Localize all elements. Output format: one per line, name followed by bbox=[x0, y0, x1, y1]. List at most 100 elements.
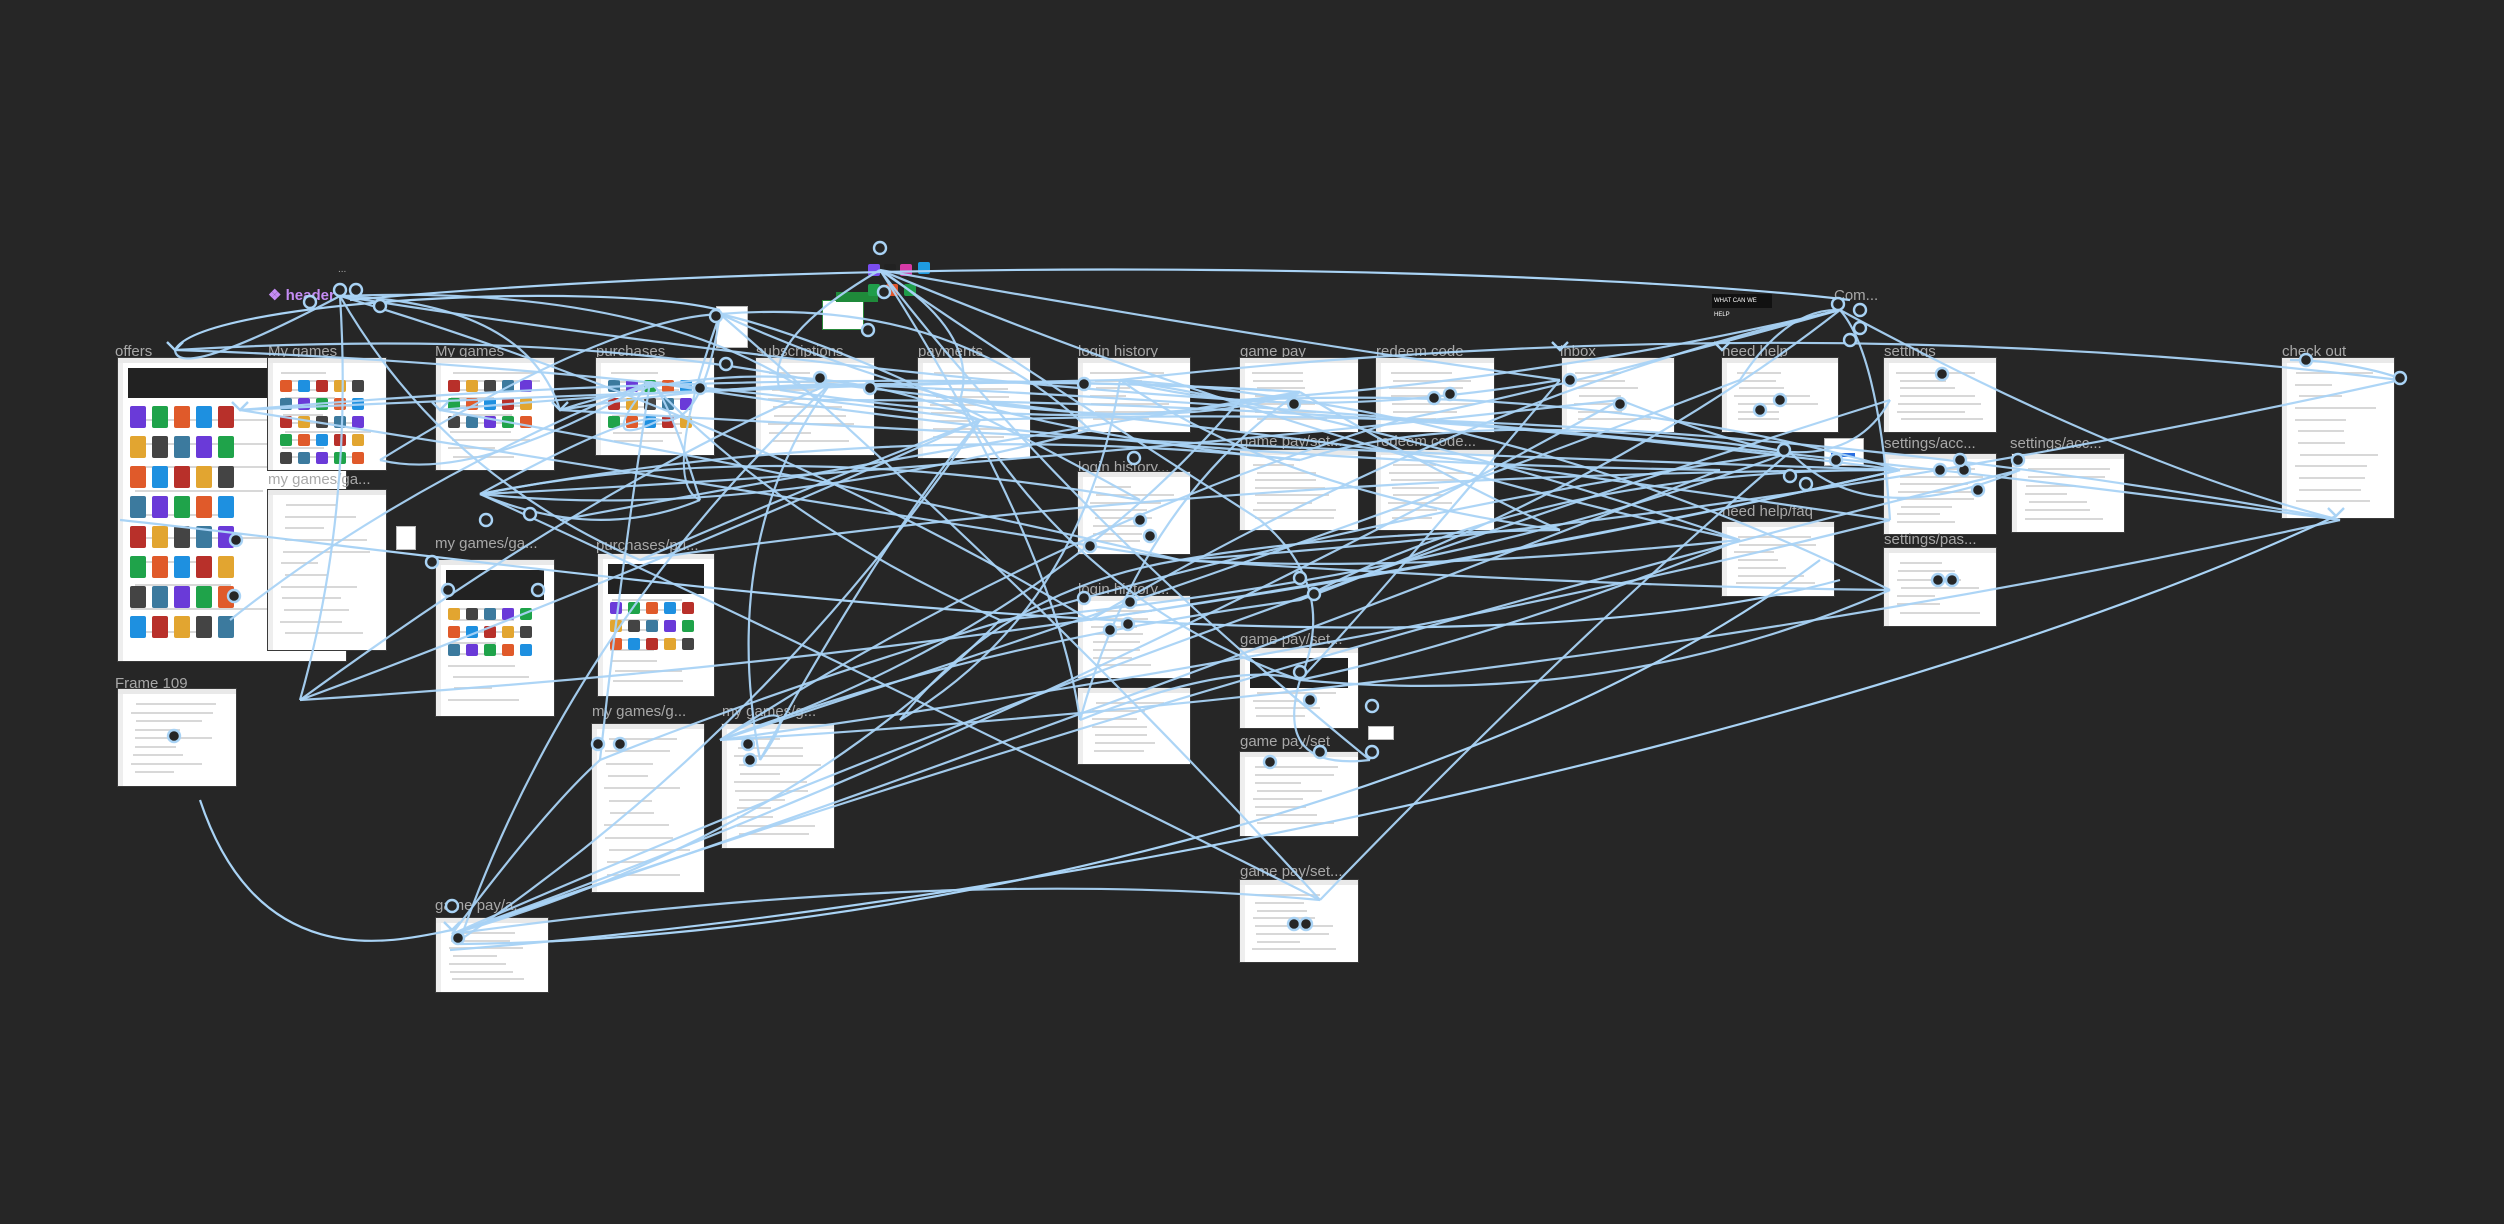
frame-label-my-games-ga-2[interactable]: my games/ga... bbox=[435, 536, 538, 552]
artboard[interactable] bbox=[1884, 358, 1996, 432]
artboard[interactable] bbox=[1078, 472, 1190, 554]
artboard[interactable] bbox=[918, 358, 1030, 458]
artboard[interactable] bbox=[2012, 454, 2124, 532]
connector-handle[interactable] bbox=[524, 508, 536, 520]
connector-handle[interactable] bbox=[334, 284, 346, 296]
artboard[interactable] bbox=[1078, 688, 1190, 764]
artboard[interactable] bbox=[1884, 548, 1996, 626]
artboard[interactable] bbox=[1078, 358, 1190, 432]
artboard[interactable] bbox=[268, 358, 386, 470]
prototype-connector[interactable] bbox=[1180, 540, 1740, 564]
thumbnail-image bbox=[298, 452, 310, 464]
artboard[interactable] bbox=[1722, 522, 1834, 596]
mini-asset[interactable] bbox=[1824, 438, 1864, 466]
content-line bbox=[1578, 411, 1622, 413]
artboard[interactable] bbox=[1722, 358, 1838, 432]
content-line bbox=[136, 720, 202, 722]
artboard-topbar bbox=[598, 554, 714, 559]
prototype-connector[interactable] bbox=[350, 270, 1850, 300]
artboard[interactable] bbox=[436, 358, 554, 470]
frame-label-game-pay-set-2[interactable]: game pay/set... bbox=[1240, 632, 1343, 648]
artboard[interactable] bbox=[1376, 358, 1494, 432]
artboard[interactable] bbox=[598, 554, 714, 696]
frame-label-purchases-pu[interactable]: purchases/pu... bbox=[596, 538, 699, 554]
connector-handle[interactable] bbox=[1294, 572, 1306, 584]
connector-handle[interactable] bbox=[1844, 334, 1856, 346]
connector-handle[interactable] bbox=[1308, 588, 1320, 600]
connector-handle[interactable] bbox=[480, 514, 492, 526]
thumbnail-image bbox=[280, 398, 292, 410]
frame-label-my-games-g-2[interactable]: my games/g... bbox=[722, 704, 816, 720]
frame-label-my-games-g-1[interactable]: my games/g... bbox=[592, 704, 686, 720]
frame-label-game-pay-set-4[interactable]: game pay/set... bbox=[1240, 864, 1343, 880]
connector-handle[interactable] bbox=[1854, 322, 1866, 334]
thumbnail-image bbox=[484, 416, 496, 428]
artboard[interactable] bbox=[1240, 450, 1358, 530]
frame-label-settings-pas[interactable]: settings/pas... bbox=[1884, 532, 1977, 548]
content-line bbox=[1898, 403, 1981, 405]
connector-handle[interactable] bbox=[2394, 372, 2406, 384]
content-line bbox=[1575, 372, 1620, 374]
artboard[interactable] bbox=[1562, 358, 1674, 432]
artboard[interactable] bbox=[1884, 454, 1996, 534]
prototype-connector[interactable] bbox=[480, 466, 1140, 500]
artboard[interactable] bbox=[2282, 358, 2394, 518]
mini-asset[interactable] bbox=[396, 526, 416, 550]
connector-handle[interactable] bbox=[1778, 444, 1790, 456]
connector-handle[interactable] bbox=[874, 242, 886, 254]
artboard[interactable] bbox=[756, 358, 874, 455]
artboard[interactable] bbox=[596, 358, 714, 455]
frame-label-com[interactable]: Com... bbox=[1834, 288, 1878, 304]
connector-handle[interactable] bbox=[1784, 470, 1796, 482]
connector-handle[interactable] bbox=[350, 284, 362, 296]
artboard[interactable] bbox=[1240, 752, 1358, 836]
frame-label-need-help-faq[interactable]: need help/faq bbox=[1722, 504, 1813, 520]
connector-handle[interactable] bbox=[720, 358, 732, 370]
artboard[interactable] bbox=[1240, 648, 1358, 728]
prototype-connector[interactable] bbox=[452, 889, 1320, 934]
prototype-connector[interactable] bbox=[480, 494, 700, 520]
frame-label-game-pay-set-3[interactable]: game pay/set bbox=[1240, 734, 1330, 750]
artboard[interactable] bbox=[268, 490, 386, 650]
artboard[interactable] bbox=[1240, 880, 1358, 962]
thumbnail-image bbox=[174, 406, 190, 428]
frame-label-redeem-code-2[interactable]: redeem code... bbox=[1376, 434, 1476, 450]
frame-label-settings-acc-1[interactable]: settings/acc... bbox=[1884, 436, 1976, 452]
prototype-connector[interactable] bbox=[200, 800, 452, 941]
artboard[interactable] bbox=[1376, 450, 1494, 530]
connector-handle[interactable] bbox=[1366, 746, 1378, 758]
mini-asset[interactable] bbox=[716, 306, 748, 348]
prototype-connector[interactable] bbox=[1300, 540, 1740, 680]
artboard[interactable] bbox=[592, 724, 704, 892]
connector-handle[interactable] bbox=[1800, 478, 1812, 490]
frame-label-game-pay-set-1[interactable]: game pay/set... bbox=[1240, 434, 1343, 450]
connector-handle[interactable] bbox=[374, 300, 386, 312]
artboard[interactable] bbox=[722, 724, 834, 848]
connector-handle[interactable] bbox=[1366, 700, 1378, 712]
artboard-sidebar bbox=[436, 923, 441, 992]
artboard[interactable] bbox=[118, 689, 236, 786]
frame-label-my-games-ga-1[interactable]: my games/ga... bbox=[268, 472, 371, 488]
artboard[interactable] bbox=[436, 918, 548, 992]
connector-handle[interactable] bbox=[1854, 304, 1866, 316]
prototype-connector[interactable] bbox=[1840, 310, 1890, 520]
frame-label-settings-acc-2[interactable]: settings/acc... bbox=[2010, 436, 2102, 452]
prototype-connector[interactable] bbox=[1180, 530, 1560, 560]
mini-asset[interactable] bbox=[822, 300, 864, 330]
artboard[interactable] bbox=[436, 560, 554, 716]
thumbnail-image bbox=[130, 586, 146, 608]
mini-asset[interactable] bbox=[1368, 726, 1394, 740]
prototype-connector[interactable] bbox=[720, 520, 2340, 740]
artboard[interactable] bbox=[1240, 358, 1358, 432]
prototype-connector[interactable] bbox=[175, 296, 720, 350]
prototype-connector[interactable] bbox=[880, 270, 1080, 720]
header-component-label[interactable]: ❖ header bbox=[268, 286, 335, 304]
artboard[interactable] bbox=[1078, 596, 1190, 678]
prototype-connector[interactable] bbox=[1300, 430, 1790, 460]
content-line bbox=[282, 447, 324, 449]
thumbnail-image bbox=[626, 416, 638, 428]
content-line bbox=[605, 837, 673, 839]
prototype-connector[interactable] bbox=[340, 295, 820, 400]
frame-label-game-pay-a[interactable]: game pay/a... bbox=[435, 898, 526, 914]
prototype-connector[interactable] bbox=[1300, 590, 1890, 686]
